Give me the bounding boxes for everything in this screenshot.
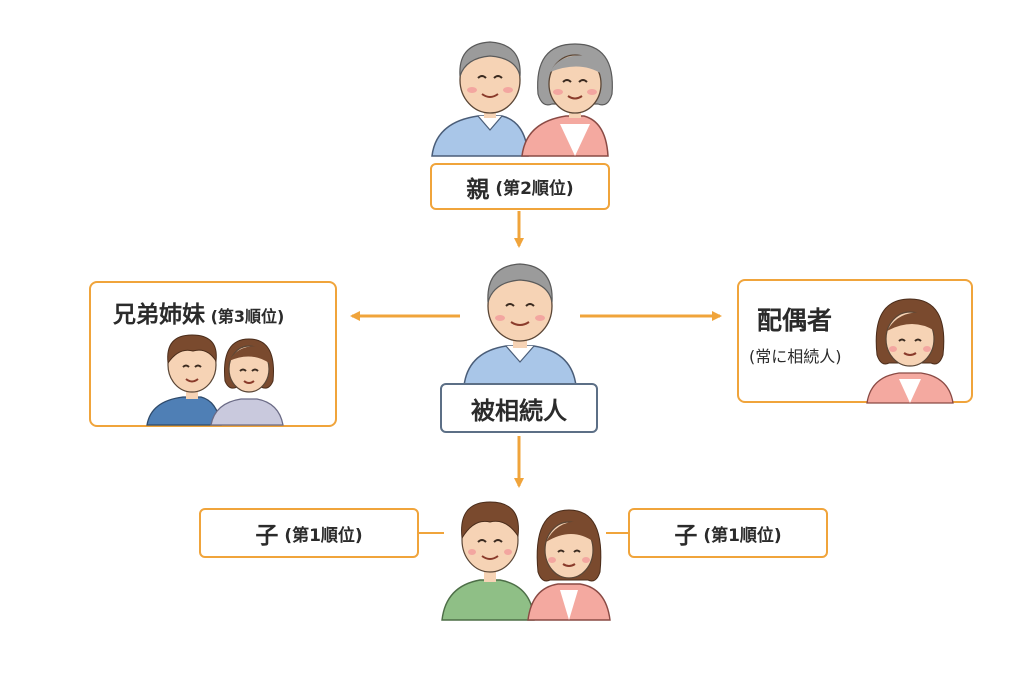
son-figure	[441, 501, 535, 621]
parents-title: 親	[466, 176, 490, 203]
daughter-figure	[527, 509, 611, 621]
siblings-heading: 兄弟姉妹 (第3順位)	[113, 295, 284, 329]
spouse-card: 配偶者 (常に相続人)	[737, 279, 973, 404]
siblings-rank: (第3順位)	[210, 307, 285, 326]
spouse-note: (常に相続人)	[749, 347, 842, 366]
child-left-rank: (第1順位)	[284, 525, 363, 546]
deceased-title: 被相続人	[471, 396, 567, 425]
deceased-label: 被相続人	[440, 383, 598, 433]
siblings-figure	[146, 334, 284, 426]
child-left-label: 子 (第1順位)	[199, 508, 419, 558]
child-right-rank: (第1順位)	[703, 525, 782, 546]
deceased-elder-figure	[463, 263, 577, 387]
grandmother-figure	[521, 43, 613, 157]
grandfather-figure	[431, 41, 529, 157]
parents-label: 親 (第2順位)	[430, 163, 610, 210]
child-right-title: 子	[674, 523, 698, 549]
sister-figure	[210, 338, 284, 426]
parents-figure	[431, 41, 613, 157]
parents-rank: (第2順位)	[495, 179, 574, 199]
siblings-card: 兄弟姉妹 (第3順位)	[89, 281, 337, 427]
child-left-title: 子	[255, 523, 279, 549]
spouse-title: 配偶者	[757, 306, 833, 335]
brother-figure	[146, 334, 222, 426]
siblings-title: 兄弟姉妹	[113, 302, 205, 328]
children-figure	[441, 501, 611, 621]
spouse-woman-figure	[866, 298, 954, 404]
child-right-label: 子 (第1順位)	[628, 508, 828, 558]
